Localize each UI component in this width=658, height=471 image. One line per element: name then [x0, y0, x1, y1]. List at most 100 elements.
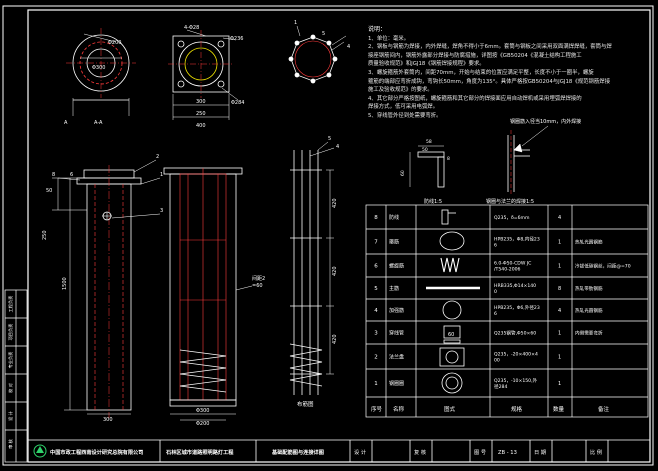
bom-fig-60: 60 — [448, 332, 454, 338]
rebar-caption: 布筋图 — [297, 400, 314, 408]
bom-row-spec: HPB235，Φ6,外径23 — [494, 304, 540, 311]
section-label: A-A — [94, 120, 103, 126]
side-callout-6: 6 — [70, 172, 73, 178]
bom-row-no: 7 — [374, 240, 378, 246]
bom-row-qty: 8 — [558, 286, 561, 292]
bom-row-qty: 1 — [558, 240, 561, 246]
bom-row-spec: 0 — [494, 289, 497, 295]
side-dim-1500: 1500 — [62, 277, 68, 290]
bom-row-spec: Q235，δ=6mm — [494, 215, 530, 221]
bom-row-name: 螺旋筋 — [389, 263, 404, 270]
callout-1: 1 — [294, 20, 297, 26]
bom-row-remark: 热轧光圆钢筋 — [575, 307, 603, 314]
bom-head-spec: 规格 — [511, 405, 523, 413]
bom-row-name: 主筋 — [389, 285, 399, 292]
bom-head-no: 序号 — [371, 405, 383, 413]
callout-4: 4 — [347, 44, 350, 50]
bom-row-spec: 6.0-Φ50-CDW JC — [494, 260, 531, 266]
plan-view-flange — [168, 29, 239, 120]
bom-row-name: 防线 — [389, 214, 399, 221]
bom-row-name: 钢圈圈 — [389, 380, 404, 387]
left-strip-label: 设 计 — [7, 411, 14, 421]
tb-check-label: 复 核 — [414, 448, 426, 456]
plan-view-cage — [288, 25, 347, 84]
bom-row-qty: 4 — [558, 308, 561, 314]
bom-figures — [426, 209, 480, 394]
side-dim-250: 250 — [42, 230, 48, 240]
side-dim-50: 50 — [46, 188, 52, 194]
bom-row-no: 1 — [374, 381, 378, 387]
detail-d58: 58 — [426, 139, 432, 145]
notes-title: 说明： — [368, 26, 387, 33]
plan-4-bolts: 4-Φ28 — [184, 25, 199, 31]
bom-row-name: 穿线管 — [389, 330, 404, 337]
bom-row-remark: 内侧需要弯折 — [575, 330, 603, 337]
tb-company: 中国市政工程西南设计研究总院有限公司 — [50, 448, 143, 456]
note-line: 2、钢板与钢筋为焊接，内外焊缝，焊角不得小于6mm。套筒与钢板之间采用双面满焊焊… — [368, 44, 612, 51]
weld-note: 钢圈筋入径当10mm，内外焊接 — [510, 118, 581, 125]
bom-row-spec: 00 — [494, 358, 500, 364]
note-line: 质量验收规范》和JGJ18《钢筋焊接规程》要求。 — [368, 61, 485, 68]
side-elevation — [52, 159, 161, 418]
plan-phi236: Φ236 — [230, 36, 243, 42]
rebar-callout-5: 5 — [328, 136, 331, 142]
side-callout-8: 8 — [52, 172, 55, 178]
note-line: 5、穿线管外径到处需要弯折。 — [368, 112, 442, 119]
bom-head-remark: 备注 — [598, 405, 610, 413]
bom-row-remark: 冷拔低碳钢丝，间距@=70 — [575, 263, 631, 270]
bom-row-qty: 4 — [558, 215, 561, 221]
left-strip-label: 校 对 — [7, 383, 14, 393]
rebar-dim-420a: 420 — [332, 198, 338, 208]
cage-section-view — [163, 167, 253, 421]
note-line: 1、单位：毫米。 — [368, 35, 410, 42]
detail-drawings — [409, 125, 549, 196]
cage-dim-phi300: Φ300 — [196, 408, 209, 414]
note-line: 施工及验收规范》的要求。 — [368, 87, 433, 94]
note-line: 焊接方式，低可采用电弧焊。 — [368, 104, 439, 111]
bom-row-spec: 径284 — [494, 383, 507, 390]
bom-row-remark: 热轧光圆钢筋 — [575, 239, 603, 246]
detail-d50: 50 — [422, 147, 428, 153]
bom-row-spec: HRB335,Φ14×140 — [494, 283, 536, 289]
side-callout-2: 2 — [156, 154, 159, 160]
bom-row-qty: 1 — [558, 355, 561, 361]
left-strip-label: 审 核 — [7, 438, 14, 449]
rebar-dim-420b: 420 — [332, 266, 338, 276]
left-strip-grid — [4, 289, 28, 463]
note-line: 箍筋的端部应弯折成钩，弯钩长50mm，角度为135°。具体严格按GB50204与… — [368, 78, 611, 85]
cage-spacing-value: =60 — [252, 283, 263, 289]
company-logo-icon — [33, 444, 47, 458]
note-line: 4、其它部分严格按图纸，螺旋箍筋和其它部分的焊接面应用自动焊机或采用埋弧焊焊接的 — [368, 95, 582, 102]
plan-w300: 300 — [196, 99, 206, 105]
bom-row-qty: 1 — [558, 264, 561, 270]
bom-row-spec: Q235钢管,Φ50×60 — [494, 330, 536, 337]
note-line: 3、螺旋箍筋外套筒内，间距70mm，开始与结束的位置应满足平整，长度不小于一圈半… — [368, 69, 594, 76]
bom-row-spec: Q235，-20×400×4 — [494, 351, 538, 357]
plan-phi300: Φ300 — [92, 65, 105, 71]
detail-caption-right: 钢圈与法兰的焊接1:5 — [486, 198, 534, 205]
bom-row-name: 法兰盘 — [389, 354, 404, 361]
tb-no-value: ZB - 13 — [498, 450, 517, 456]
bom-head-fig: 图式 — [444, 405, 456, 413]
plan-phi200: Φ200 — [108, 40, 121, 46]
rebar-dim-420c: 420 — [332, 334, 338, 344]
bom-row-spec: 6 — [494, 311, 497, 317]
tb-drawing: 基础配筋图与连接详图 — [271, 448, 324, 456]
side-callout-3: 3 — [160, 208, 163, 214]
bom-row-name: 加强筋 — [389, 307, 404, 314]
left-strip-label: 工程负责 — [7, 296, 14, 313]
cage-dim-phi200: Φ200 — [196, 421, 209, 427]
bom-row-spec: /T540-2006 — [494, 267, 521, 273]
rebar-callout-4: 4 — [336, 144, 339, 150]
company-logo-mark-icon — [36, 446, 44, 453]
bom-row-qty: 1 — [558, 381, 561, 387]
bom-row-no: 2 — [374, 355, 378, 361]
bom-row-spec: HPB235，Φ8,内径23 — [494, 235, 540, 242]
callout-a-left: A — [64, 120, 68, 126]
bom-row-no: 8 — [374, 215, 378, 221]
inner-frame — [27, 9, 651, 463]
callout-5: 5 — [322, 31, 325, 37]
bom-row-no: 4 — [374, 308, 378, 314]
